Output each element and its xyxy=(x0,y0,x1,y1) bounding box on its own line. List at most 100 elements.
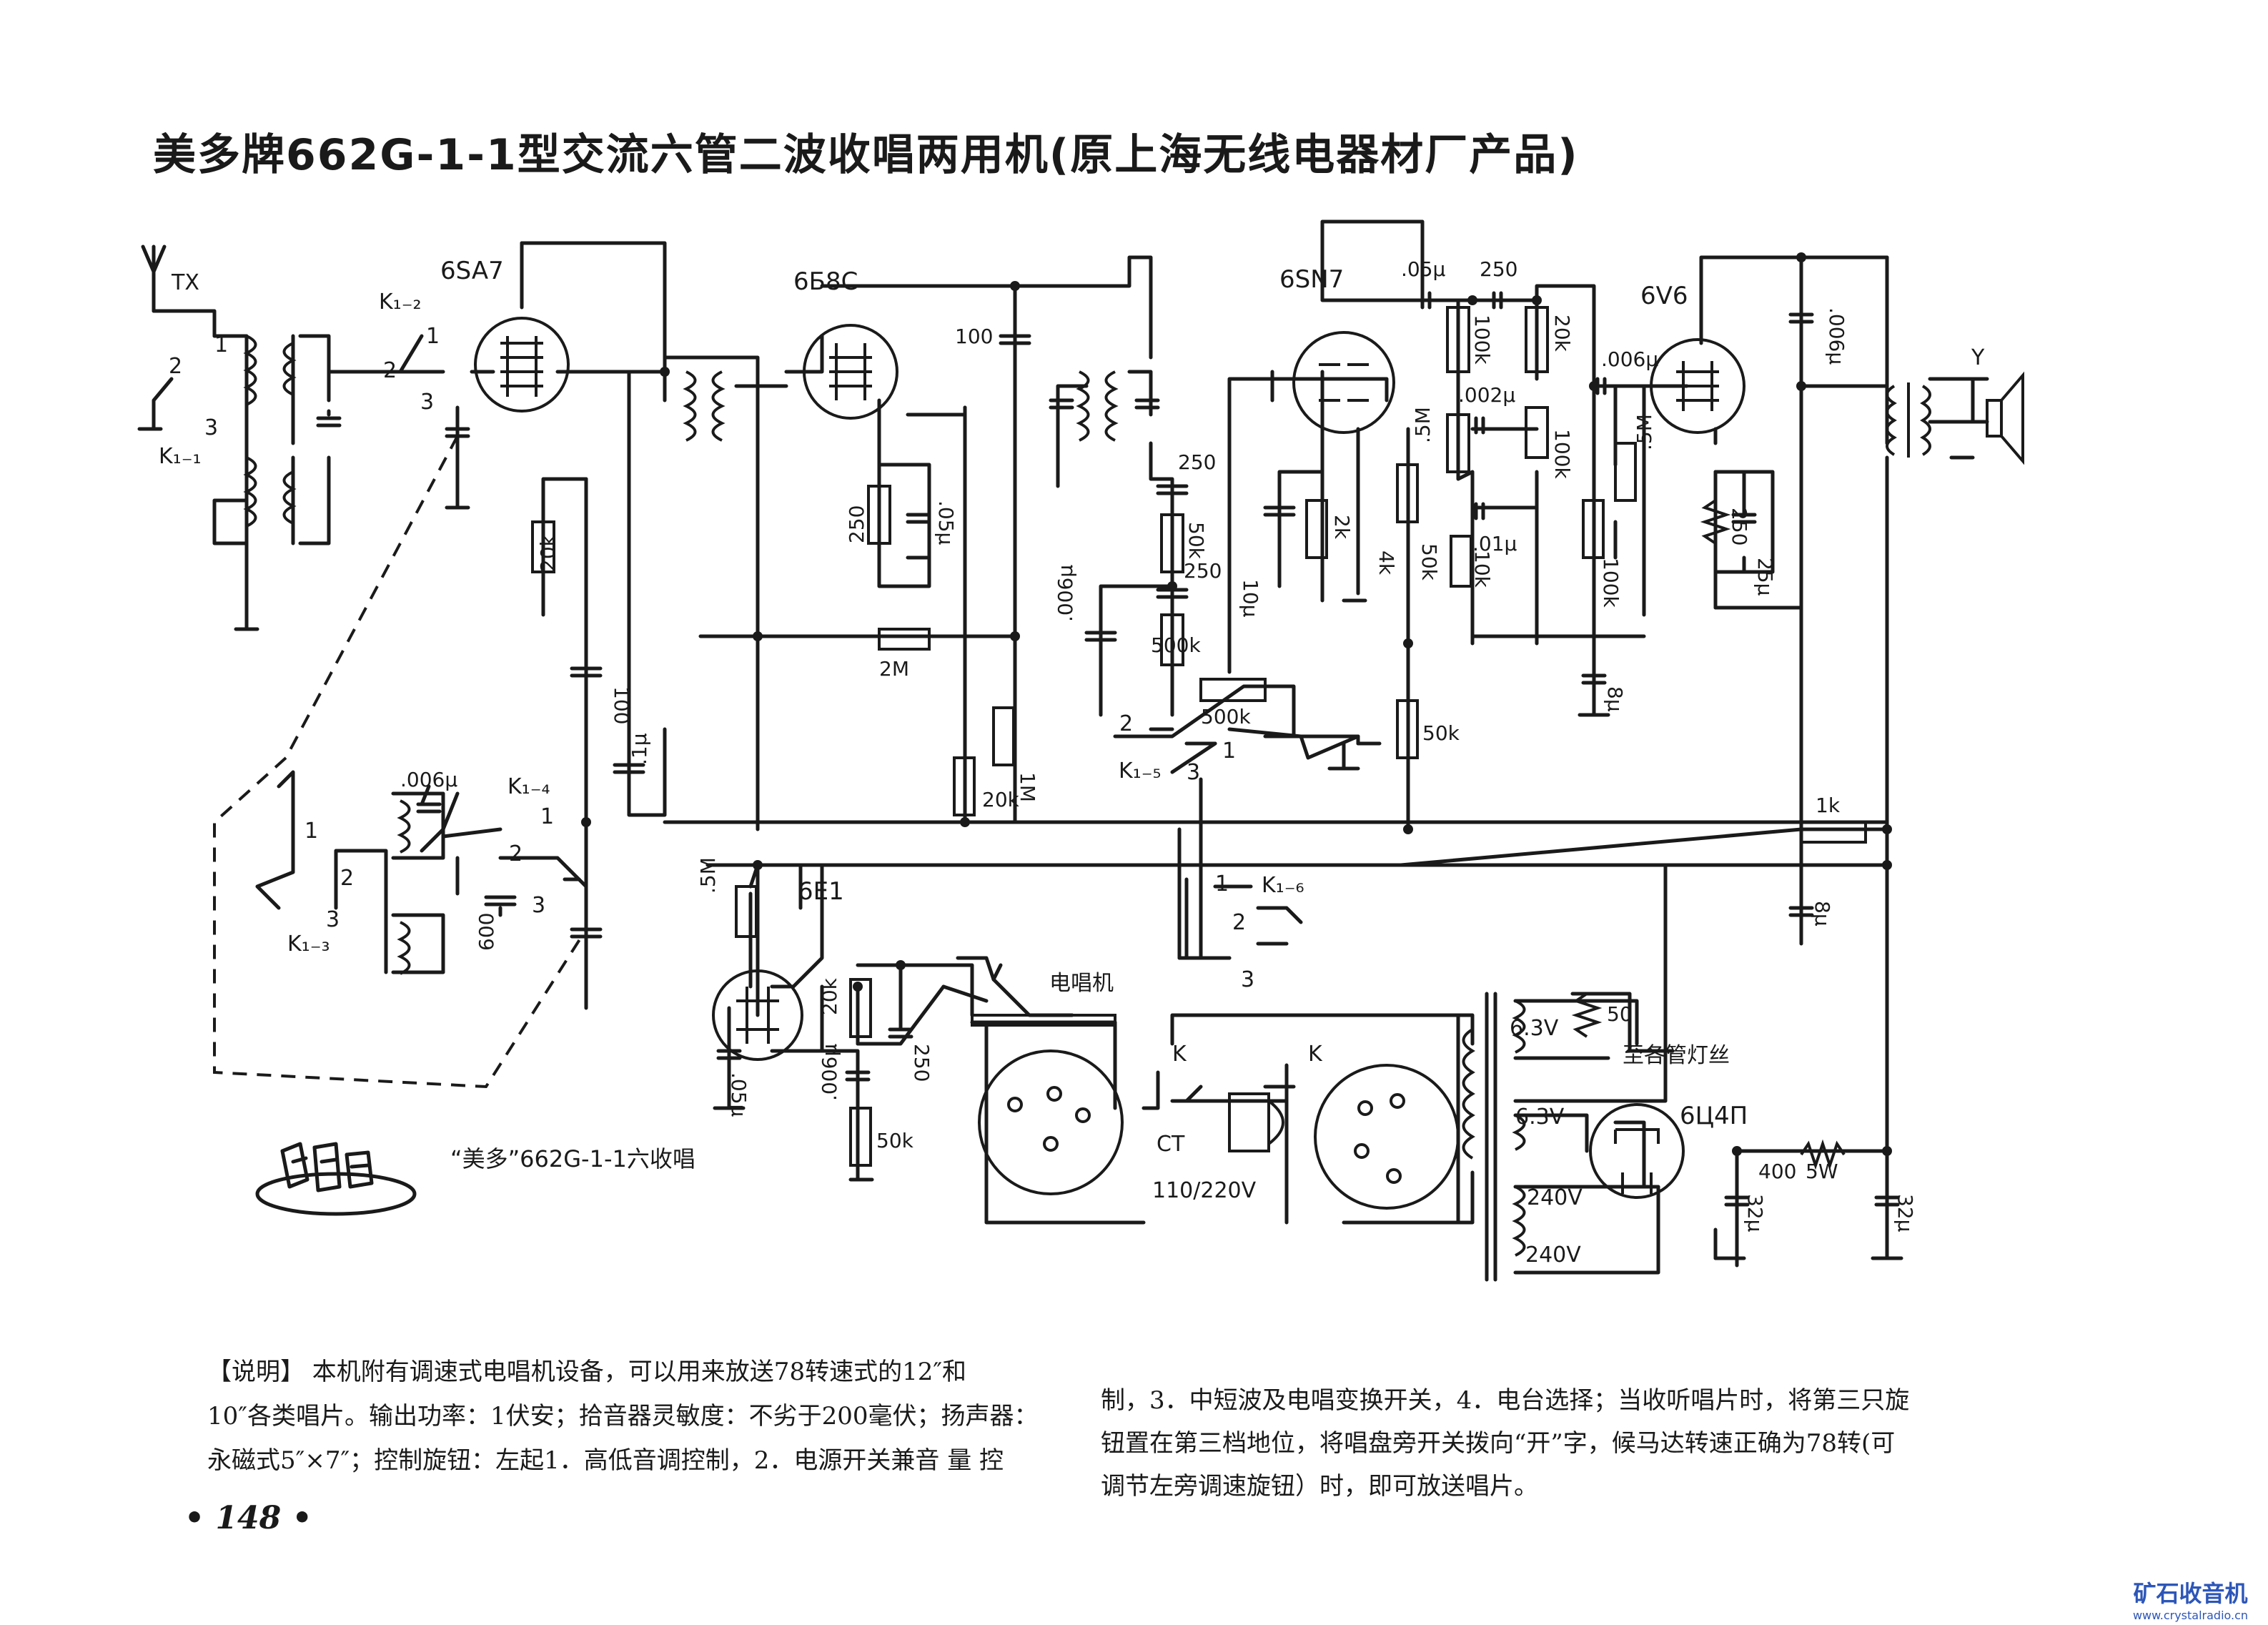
value-label: .1μ xyxy=(628,733,651,765)
value-label: 500k xyxy=(1201,705,1251,728)
value-label: 32μ xyxy=(1743,1194,1767,1233)
value-label: 20k xyxy=(1550,315,1574,352)
tube-6v6 xyxy=(1650,338,1745,434)
output-transformer xyxy=(1886,382,1931,458)
value-label: 50 xyxy=(1607,1002,1633,1026)
value-label: .01μ xyxy=(1472,532,1517,555)
value-label: 100 xyxy=(955,325,993,348)
note-left-line-3: 永磁式5″×7″；控制旋钮：左起1．高低音调控制，2．电源开关兼音 量 控 xyxy=(207,1446,1004,1475)
value-label: .006μ xyxy=(818,1044,841,1101)
watermark-url: www.crystalradio.cn xyxy=(2132,1609,2249,1622)
value-label: .006μ xyxy=(400,768,457,791)
power-transformer xyxy=(1462,992,1526,1282)
value-label: 20k xyxy=(982,788,1020,811)
switch-k11-label: K₁₋₁ xyxy=(159,444,202,469)
value-label: 25μ xyxy=(1753,558,1777,596)
note-right-line-3: 调节左旁调速旋钮）时，即可放送唱片。 xyxy=(1101,1472,1538,1501)
note-left-line-2: 10″各类唱片。输出功率：1伏安；拾音器灵敏度：不劣于200毫伏；扬声器： xyxy=(207,1402,1039,1431)
switch-position-3: 3 xyxy=(326,907,340,932)
tube-6c4p-label: 6Ц4П xyxy=(1680,1102,1748,1130)
switch-position-2: 2 xyxy=(340,866,354,891)
value-label: 8μ xyxy=(1603,686,1627,712)
switch-k13-label: K₁₋₃ xyxy=(287,932,330,957)
value-label: 100 xyxy=(610,686,633,724)
value-label: 250 xyxy=(1728,508,1751,545)
voltage-240v-b-label: 240V xyxy=(1525,1243,1581,1268)
tube-6e1-label: 6E1 xyxy=(798,877,844,906)
switch-k14-label: K₁₋₄ xyxy=(507,774,550,799)
value-label: 1M xyxy=(1016,772,1039,802)
voltage-6v3-b-label: 6.3V xyxy=(1515,1105,1565,1130)
value-label: 250 xyxy=(845,505,868,543)
value-label: 1k xyxy=(1816,794,1841,817)
value-label: .006μ xyxy=(1825,307,1848,365)
note-left-line-1: 【说明】 本机附有调速式电唱机设备，可以用来放送78转速式的12″和 xyxy=(207,1358,967,1386)
page-number: • 148 • xyxy=(184,1500,312,1536)
value-label: 32μ xyxy=(1893,1194,1917,1233)
value-label: 500k xyxy=(1151,633,1201,657)
switch-k15-label: K₁₋₅ xyxy=(1119,759,1162,784)
watermark: 矿石收音机 www.crystalradio.cn xyxy=(2117,1576,2264,1622)
switch-k-a-label: K xyxy=(1172,1042,1187,1067)
switch-position-3: 3 xyxy=(1187,760,1200,785)
note-right-line-2: 钮置在第三档地位，将唱盘旁开关拨向“开”字，候马达转速正确为78转(可 xyxy=(1101,1429,1896,1458)
value-label: .05μ xyxy=(1401,257,1446,281)
capacitors xyxy=(316,291,1900,1207)
switch-position-1: 1 xyxy=(1222,739,1236,764)
value-label: 100k xyxy=(1550,429,1574,479)
tube-6b8c-label: 6Б8C xyxy=(793,267,858,296)
value-label: 400 xyxy=(1758,1160,1796,1183)
tube-labels: 6SA7 6Б8C 6SN7 6V6 6E1 6Ц4П xyxy=(440,257,1748,1130)
wiring xyxy=(141,219,1989,1275)
tube-6sn7 xyxy=(1292,331,1395,434)
value-label: 250 xyxy=(1178,450,1216,474)
switch-position-2: 2 xyxy=(509,841,523,866)
value-label: 50k xyxy=(1422,721,1460,745)
value-label: .05μ xyxy=(934,500,958,545)
switch-position-3: 3 xyxy=(204,415,218,440)
switch-position-1: 1 xyxy=(426,324,440,349)
gang-tuning-link xyxy=(213,435,588,1089)
mains-voltage-label: 110/220V xyxy=(1152,1178,1257,1203)
switch-position-2: 2 xyxy=(169,354,182,379)
schematic-labels: TX Y K₁₋₂ K₁₋₁ K₁₋₃ K₁₋₄ K₁₋₅ K₁₋₆ K K C… xyxy=(159,270,1985,1268)
tube-6sa7-label: 6SA7 xyxy=(440,257,504,285)
value-label: 50k xyxy=(876,1129,914,1152)
ground-symbols xyxy=(137,252,1975,1260)
switch-position-1: 1 xyxy=(214,332,228,357)
tube-6c4p xyxy=(1589,1103,1685,1199)
phono-motor xyxy=(941,963,1460,1210)
value-label: 10μ xyxy=(1239,579,1262,618)
value-label: 2k xyxy=(1330,515,1354,540)
value-label: 250 xyxy=(910,1044,934,1082)
switch-position-3: 3 xyxy=(1241,967,1254,992)
voltage-6v3-a-label: 6.3V xyxy=(1510,1016,1559,1041)
value-label: 250 xyxy=(1480,257,1517,281)
model-caption: “美多”662G-1-1六收唱 xyxy=(450,1145,695,1172)
value-label: .5M xyxy=(1411,407,1435,443)
ground-label: Y xyxy=(1971,345,1985,370)
switch-position-1: 1 xyxy=(540,804,554,829)
switch-position-3: 3 xyxy=(420,390,434,415)
tube-6b8c xyxy=(803,324,898,420)
value-label: 100k xyxy=(1599,558,1623,608)
value-label: .006μ xyxy=(1601,347,1658,371)
value-label: 50k xyxy=(1184,522,1208,560)
value-label: 4k xyxy=(1375,550,1398,576)
switch-position-1: 1 xyxy=(1215,871,1229,897)
if-transformers xyxy=(683,370,1119,442)
value-label: 8μ xyxy=(1811,901,1834,927)
value-label: .5M xyxy=(1633,414,1656,450)
rf-coils xyxy=(243,335,411,975)
switch-k12-label: K₁₋₂ xyxy=(379,290,422,315)
note-right-line-1: 制，3．中短波及电唱变换开关，4．电台选择；当收听唱片时，将第三只旋 xyxy=(1101,1386,1910,1415)
brand-logo xyxy=(255,1142,417,1216)
switch-position-1: 1 xyxy=(304,819,318,844)
switch-position-2: 2 xyxy=(1232,910,1246,935)
ct-label: CT xyxy=(1157,1132,1185,1157)
page-title: 美多牌662G-1-1型交流六管二波收唱两用机(原上海无线电器材厂产品) xyxy=(153,130,1579,180)
value-label: 50k xyxy=(1417,543,1441,581)
value-label: 10k xyxy=(1470,550,1494,588)
value-label: .05μ xyxy=(727,1072,751,1117)
